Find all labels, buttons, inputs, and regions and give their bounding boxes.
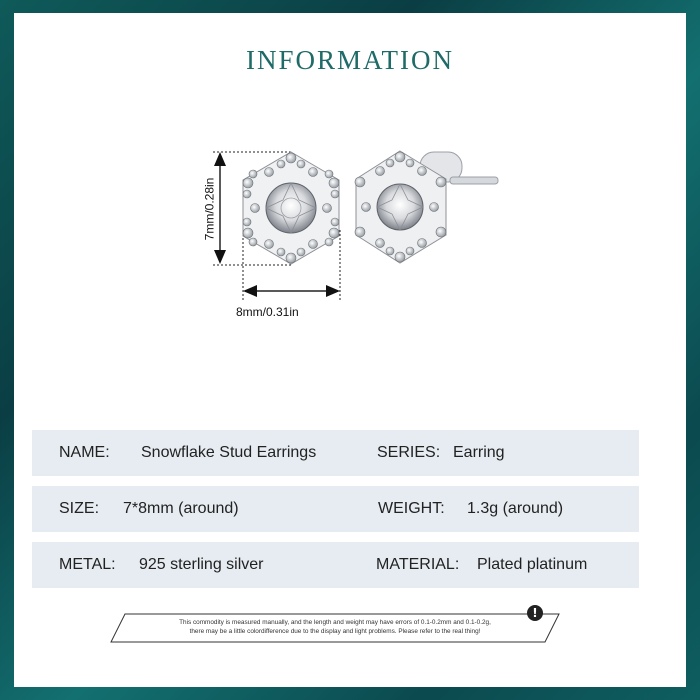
disclaimer-line-2: there may be a little colordifference du… — [189, 628, 481, 635]
spec-value: Earring — [453, 444, 505, 461]
disclaimer-line-1: This commodity is measured manually, and… — [179, 619, 491, 626]
exclamation-icon: ! — [527, 605, 543, 621]
height-dimension-label: 7mm/0.28in — [202, 177, 217, 241]
page-title: INFORMATION — [245, 45, 454, 75]
spec-value: Snowflake Stud Earrings — [141, 444, 317, 461]
dimension-arrows — [214, 152, 340, 297]
spec-value: Plated platinum — [477, 556, 588, 573]
spec-key: SERIES: — [377, 444, 441, 461]
earring-side-view — [354, 150, 499, 264]
spec-row-metal: METAL: 925 sterling silver MATERIAL: Pla… — [32, 542, 639, 588]
disclaimer-box — [110, 613, 560, 643]
spec-value: 925 sterling silver — [139, 556, 264, 573]
spec-key: MATERIAL: — [376, 556, 460, 573]
spec-value: 1.3g (around) — [467, 500, 564, 517]
spec-key: NAME: — [59, 444, 110, 461]
dimension-guides — [213, 151, 341, 300]
spec-key: SIZE: — [59, 500, 100, 517]
spec-value: 7*8mm (around) — [123, 500, 239, 517]
earring-front-view — [242, 151, 340, 265]
spec-key: WEIGHT: — [378, 500, 445, 517]
spec-row-name: NAME: Snowflake Stud Earrings SERIES: Ea… — [32, 430, 639, 476]
spec-key: METAL: — [59, 556, 116, 573]
disclaimer-text: This commodity is measured manually, and… — [120, 618, 550, 636]
width-dimension-label: 8mm/0.31in — [236, 305, 299, 319]
spec-row-size: SIZE: 7*8mm (around) WEIGHT: 1.3g (aroun… — [32, 486, 639, 532]
